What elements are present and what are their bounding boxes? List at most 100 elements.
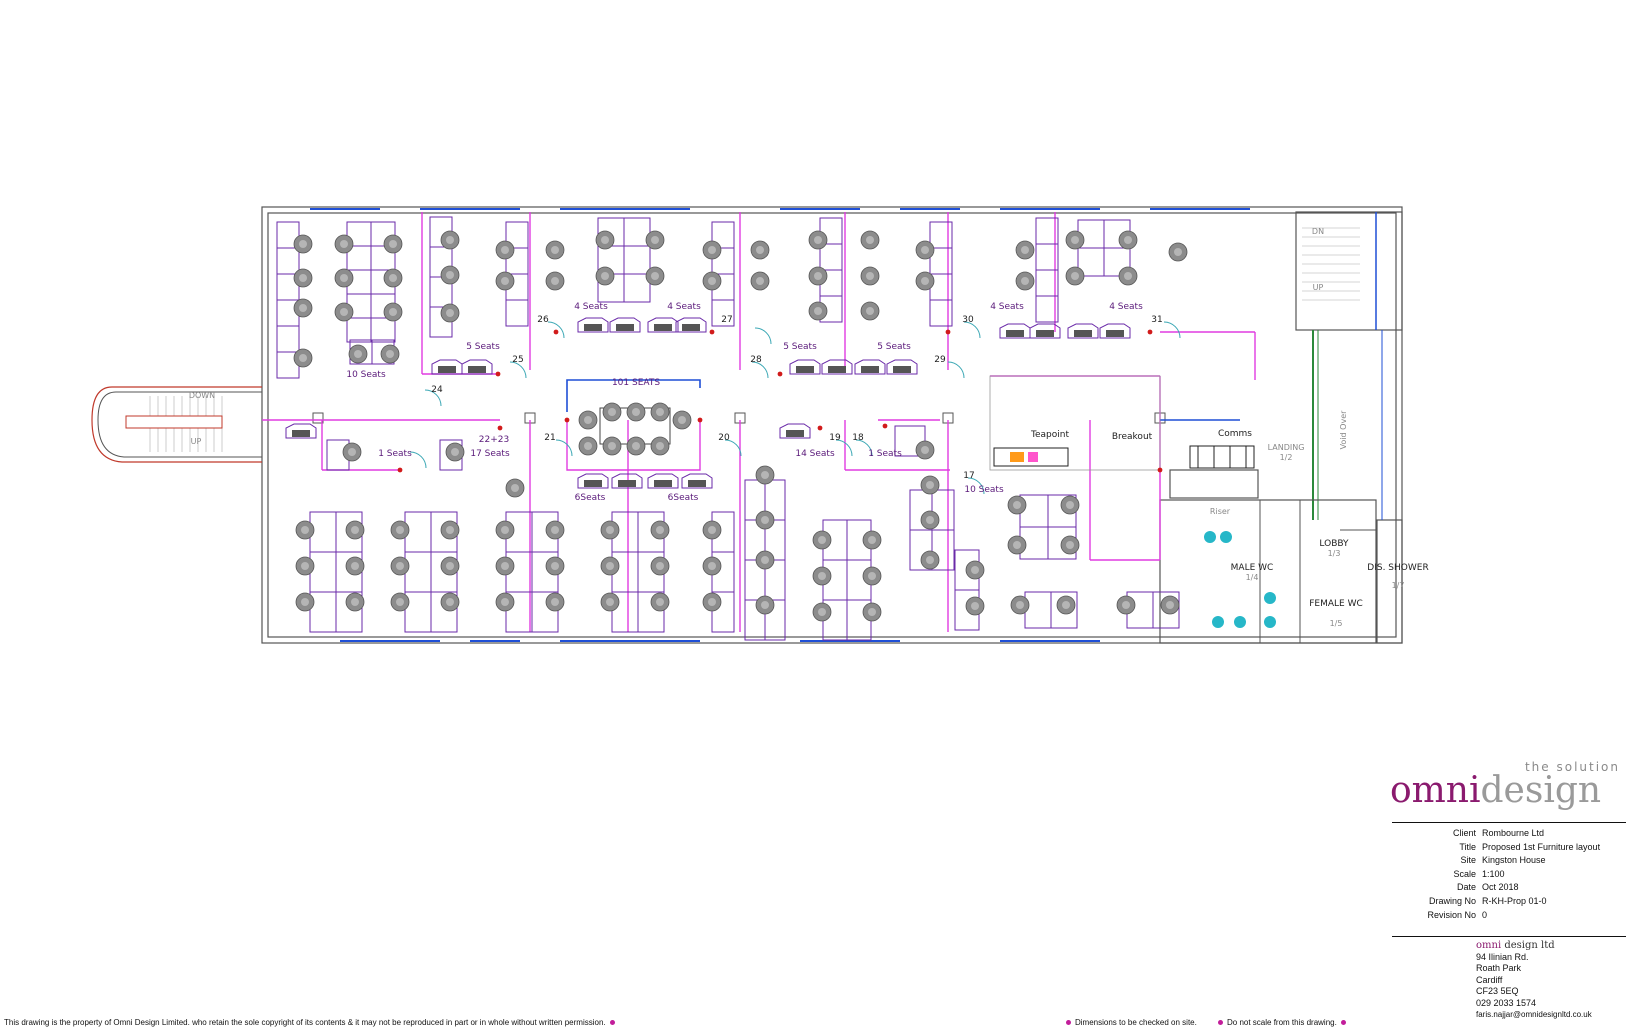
chair-seat bbox=[818, 572, 826, 580]
address-company-omni: omni bbox=[1476, 940, 1502, 951]
workstation bbox=[854, 359, 886, 375]
chair-seat bbox=[389, 308, 397, 316]
plan-details bbox=[125, 227, 1360, 628]
door-hinge bbox=[777, 371, 783, 377]
chair-seat bbox=[446, 598, 454, 606]
chair-seat bbox=[446, 236, 454, 244]
chair-seat bbox=[340, 308, 348, 316]
wc-fixture bbox=[1204, 531, 1216, 543]
chair-seat bbox=[1166, 601, 1174, 609]
outer-wall bbox=[261, 206, 1403, 644]
chair-seat bbox=[868, 536, 876, 544]
chair-seat bbox=[814, 272, 822, 280]
desk bbox=[929, 299, 953, 327]
seat-count-label: 14 Seats bbox=[795, 449, 835, 459]
chair-seat bbox=[651, 272, 659, 280]
workstation bbox=[577, 473, 609, 489]
chair-seat bbox=[1066, 541, 1074, 549]
wc-block bbox=[1159, 499, 1377, 644]
workstation bbox=[611, 473, 643, 489]
chair-seat bbox=[301, 526, 309, 534]
desk bbox=[1024, 591, 1052, 629]
chair-seat bbox=[351, 526, 359, 534]
workstation bbox=[1099, 323, 1131, 339]
logo-tagline: the solution bbox=[1524, 760, 1620, 774]
desk bbox=[370, 317, 396, 343]
monitor bbox=[1106, 330, 1124, 337]
seat-count-label: 5 Seats bbox=[466, 342, 500, 352]
desk bbox=[346, 317, 372, 343]
workstation bbox=[789, 359, 821, 375]
footer-email[interactable]: faris.najjar@omnidesignltd.co.uk bbox=[1476, 1010, 1592, 1019]
seat-count-label: 6Seats bbox=[668, 493, 699, 503]
door-number: 31 bbox=[1151, 315, 1162, 325]
door-hinge bbox=[945, 329, 951, 335]
door-number: 28 bbox=[750, 355, 762, 365]
teapoint-room bbox=[989, 375, 1161, 471]
chair-seat bbox=[389, 240, 397, 248]
chair-seat bbox=[761, 556, 769, 564]
address-line: CF23 5EQ bbox=[1476, 986, 1519, 997]
desk-clusters bbox=[276, 216, 1180, 641]
door-number: 29 bbox=[934, 355, 946, 365]
desk bbox=[931, 529, 955, 571]
seat-count-label: 4 Seats bbox=[574, 302, 608, 312]
chair-seat bbox=[814, 236, 822, 244]
logo-omni: omni bbox=[1390, 770, 1481, 811]
workstation bbox=[609, 317, 641, 333]
wc-fixture bbox=[1212, 616, 1224, 628]
desk bbox=[404, 551, 432, 593]
breakout-label: Breakout bbox=[1112, 432, 1153, 442]
chair-seat bbox=[656, 442, 664, 450]
chair-seat bbox=[1122, 601, 1130, 609]
chair-seat bbox=[656, 526, 664, 534]
building-walls bbox=[91, 206, 1403, 644]
door-hinge bbox=[1147, 329, 1153, 335]
seat-count-label: 101 SEATS bbox=[612, 378, 660, 388]
title-block-key: Date bbox=[1456, 882, 1476, 893]
door-number: 26 bbox=[537, 315, 549, 325]
chair-seat bbox=[551, 598, 559, 606]
chair-seat bbox=[708, 246, 716, 254]
title-block-value: R-KH-Prop 01-0 bbox=[1482, 895, 1547, 906]
landing-ref: 1/2 bbox=[1280, 453, 1293, 462]
chair-seat bbox=[501, 562, 509, 570]
workstation bbox=[647, 473, 679, 489]
door-swing bbox=[754, 327, 772, 345]
chair-seat bbox=[501, 526, 509, 534]
chair-seat bbox=[868, 572, 876, 580]
title-block-key: Title bbox=[1459, 841, 1476, 852]
chair-seat bbox=[606, 526, 614, 534]
chair-seat bbox=[348, 448, 356, 456]
door-number: 27 bbox=[721, 315, 732, 325]
door-hinge bbox=[709, 329, 715, 335]
stair-up-label: UP bbox=[191, 437, 202, 446]
chair-seat bbox=[1013, 501, 1021, 509]
landing-label: LANDING bbox=[1268, 443, 1305, 452]
stair-outline-left bbox=[91, 386, 262, 463]
chair-seat bbox=[501, 246, 509, 254]
address-company: omni design ltd bbox=[1476, 940, 1555, 952]
chair-seat bbox=[584, 442, 592, 450]
seat-count-label: 10 Seats bbox=[346, 370, 386, 380]
chair-seat bbox=[656, 562, 664, 570]
title-block-value: Rombourne Ltd bbox=[1482, 828, 1545, 838]
meeting-room-wall bbox=[566, 379, 701, 412]
chair-seat bbox=[926, 481, 934, 489]
email-link[interactable]: faris.najjar@omnidesignltd.co.uk bbox=[1476, 1010, 1592, 1019]
door-hinge bbox=[882, 423, 888, 429]
monitor bbox=[682, 324, 700, 331]
seat-count-label: 1 Seats bbox=[378, 449, 412, 459]
address-line: 029 2033 1574 bbox=[1476, 997, 1537, 1008]
chair-seat bbox=[396, 562, 404, 570]
desk bbox=[623, 273, 651, 303]
seat-count-label: 1 Seats bbox=[868, 449, 902, 459]
door-swing bbox=[963, 321, 981, 339]
chair-seat bbox=[632, 408, 640, 416]
chair-seat bbox=[1124, 272, 1132, 280]
chair-seat bbox=[551, 277, 559, 285]
